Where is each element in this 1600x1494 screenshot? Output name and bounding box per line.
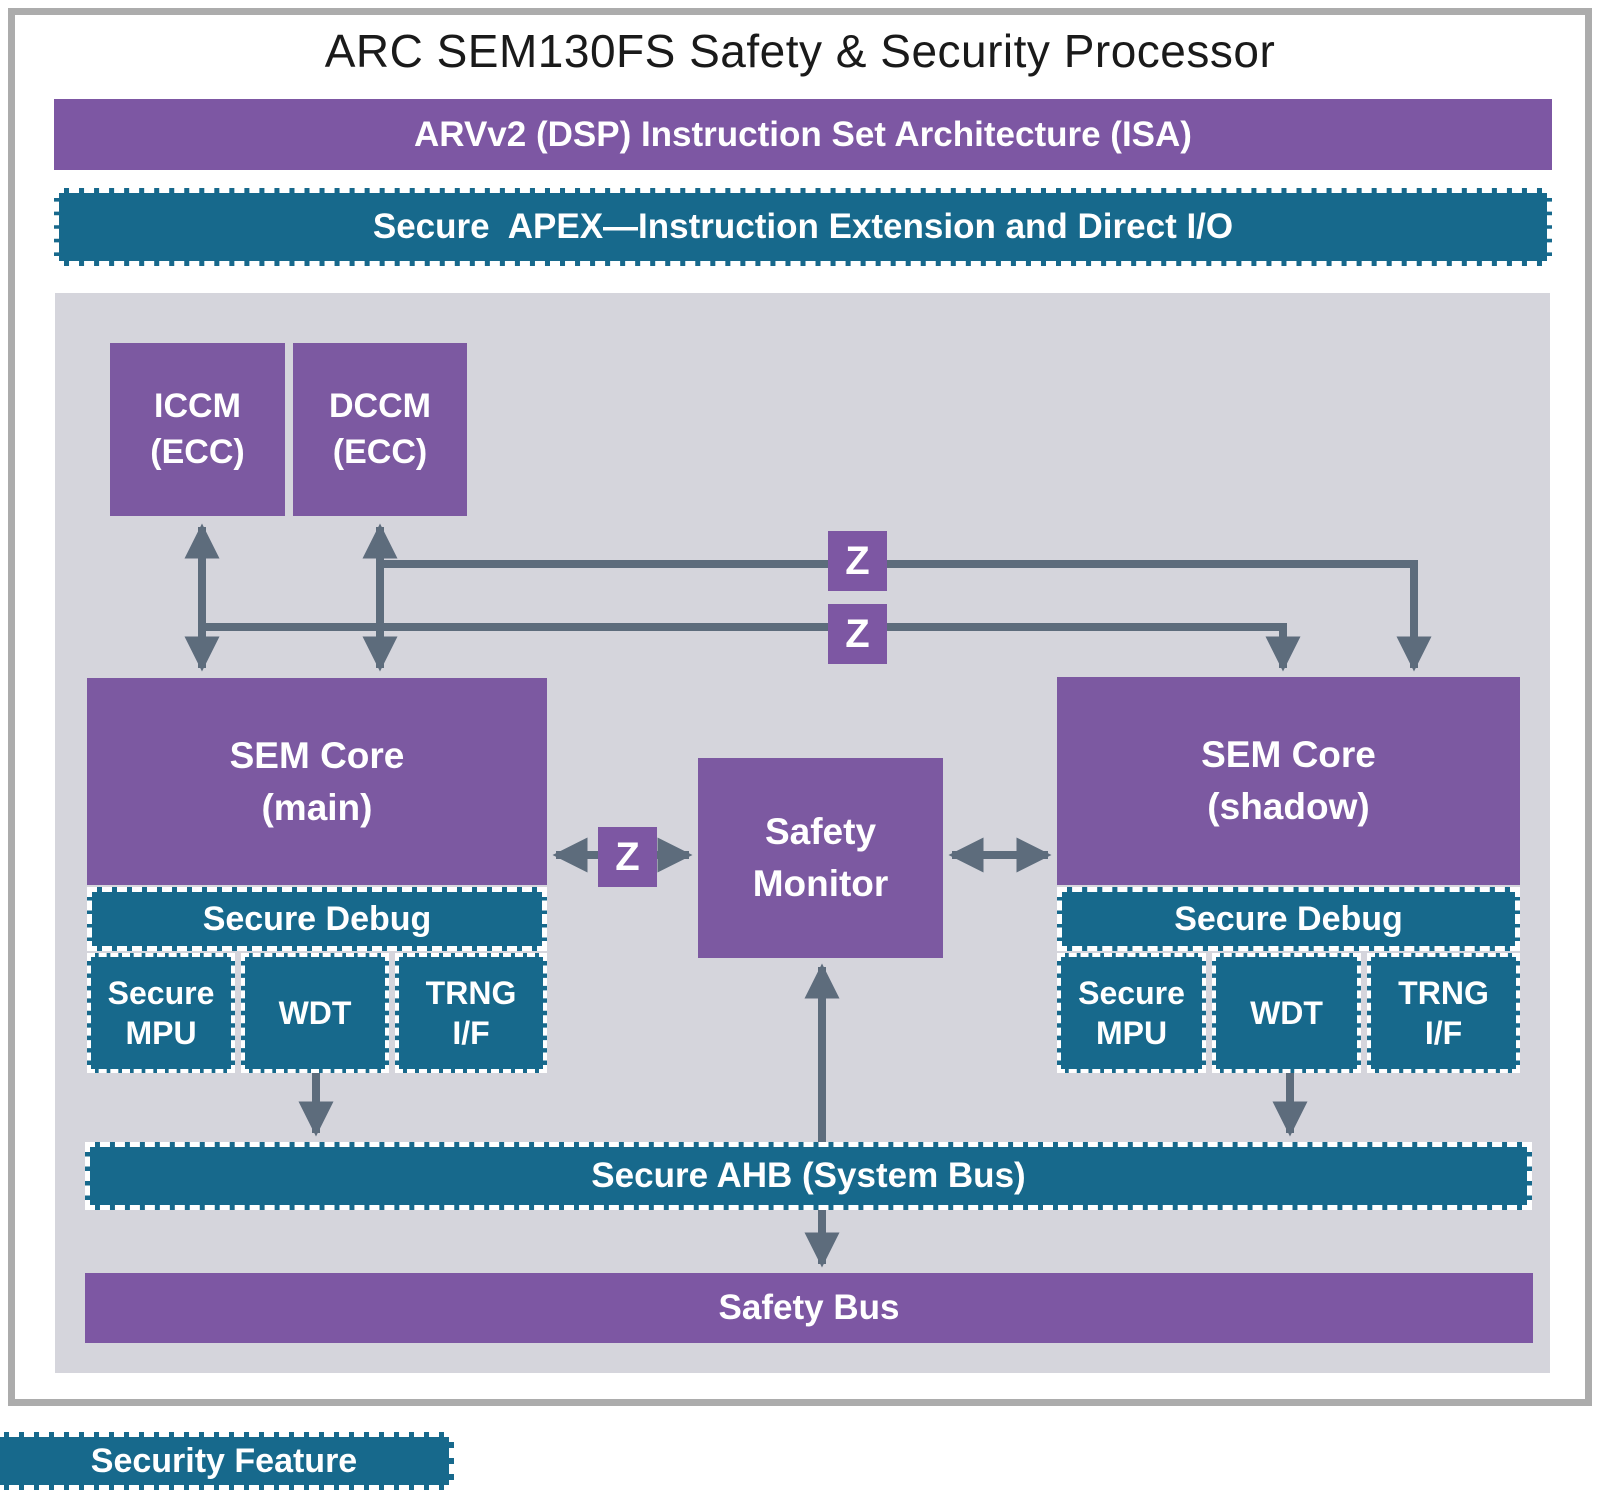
wdt-shadow-label: WDT [1250,995,1323,1031]
secure-mpu-main-label: Secure MPU [107,975,215,1051]
iccm-label: ICCM (ECC) [150,386,245,471]
secure-debug-main-block: Secure Debug [87,887,547,951]
isa-bar-label: ARVv2 (DSP) Instruction Set Architecture… [414,114,1192,154]
secure-mpu-main-block: Secure MPU [87,953,235,1073]
secure-debug-shadow-label: Secure Debug [1174,899,1403,938]
legend-security-feature: Security Feature [0,1432,454,1490]
sem-core-shadow-block: SEM Core (shadow) [1057,677,1520,885]
legend-security-feature-label: Security Feature [90,1441,358,1480]
secure-ahb-bus-label: Secure AHB (System Bus) [591,1156,1026,1195]
z-buffer-top: Z [828,531,887,591]
trng-shadow-label: TRNG I/F [1398,975,1489,1051]
safety-bus-bar: Safety Bus [85,1273,1533,1343]
secure-ahb-bus-bar: Secure AHB (System Bus) [85,1142,1532,1210]
sem-core-main-label: SEM Core (main) [229,734,405,828]
z-buffer-core-monitor: Z [598,827,657,887]
dccm-label: DCCM (ECC) [329,386,431,471]
dccm-block: DCCM (ECC) [293,343,467,516]
diagram-title: ARC SEM130FS Safety & Security Processor [324,25,1276,77]
apex-bar: Secure APEX—Instruction Extension and Di… [54,188,1552,266]
secure-debug-shadow-block: Secure Debug [1057,887,1520,951]
iccm-block: ICCM (ECC) [110,343,285,516]
secure-debug-main-label: Secure Debug [202,899,432,938]
wdt-main-block: WDT [241,953,389,1073]
z-buffer-core-monitor-label: Z [615,834,640,879]
sem-core-shadow-label: SEM Core (shadow) [1201,734,1376,827]
secure-mpu-shadow-block: Secure MPU [1057,953,1206,1073]
wdt-main-label: WDT [278,995,352,1031]
trng-shadow-block: TRNG I/F [1367,953,1520,1073]
isa-bar: ARVv2 (DSP) Instruction Set Architecture… [54,99,1552,170]
wdt-shadow-block: WDT [1212,953,1361,1073]
safety-monitor-label: Safety Monitor [752,811,889,904]
z-buffer-top-label: Z [845,538,870,583]
sem-core-main-block: SEM Core (main) [87,678,547,885]
secure-mpu-shadow-label: Secure MPU [1078,975,1185,1051]
safety-monitor-block: Safety Monitor [698,758,943,958]
trng-main-block: TRNG I/F [395,953,547,1073]
trng-main-label: TRNG I/F [425,975,517,1051]
safety-bus-label: Safety Bus [718,1288,900,1327]
z-buffer-middle-label: Z [845,611,870,656]
z-buffer-middle: Z [828,604,887,664]
apex-bar-label: Secure APEX—Instruction Extension and Di… [372,207,1234,246]
